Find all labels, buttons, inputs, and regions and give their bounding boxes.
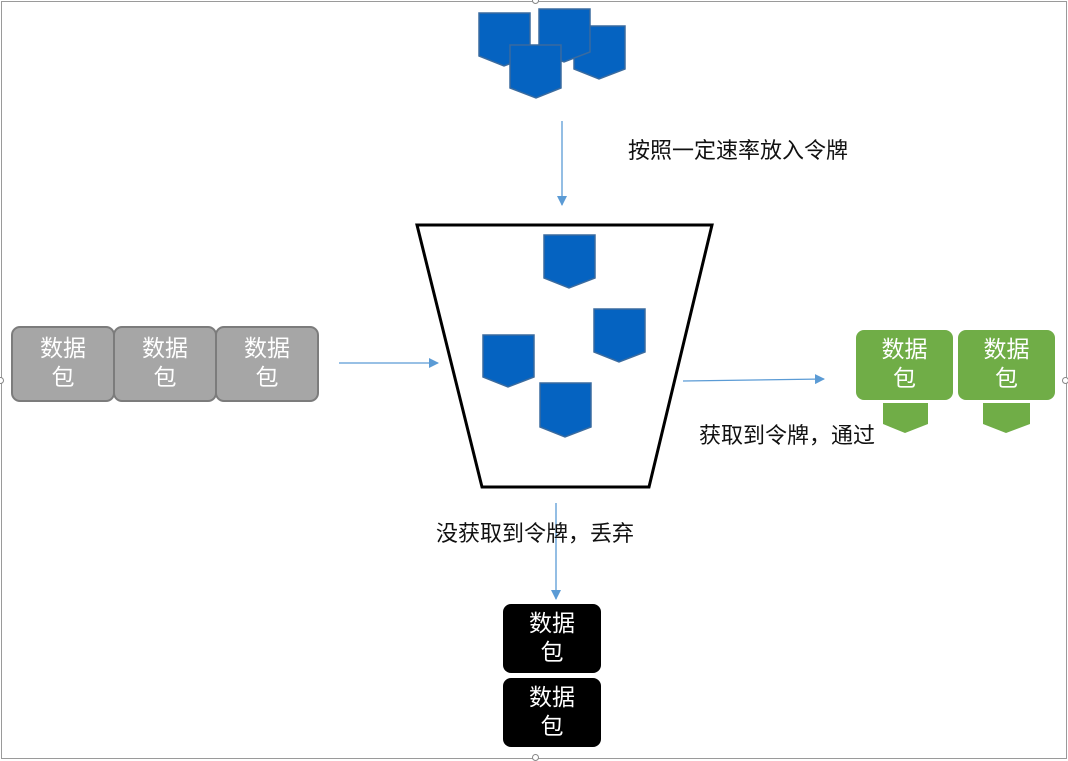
incoming-packet-1: 数据 包 [11,326,115,402]
incoming-packet-3: 数据 包 [215,326,319,402]
bucket-token-4 [539,382,592,438]
token-bucket [415,223,714,489]
passed-packet-1: 数据 包 [856,330,953,400]
bucket-token-1 [543,234,596,289]
bucket-token-2 [593,308,646,363]
passed-token-2 [983,403,1030,433]
dropped-packet-2: 数据 包 [503,678,601,747]
passed-token-1 [883,403,928,433]
fill-rate-label: 按照一定速率放入令牌 [628,139,849,164]
bucket-token-3 [482,334,535,388]
resize-handle-top[interactable] [532,0,539,4]
resize-handle-right[interactable] [1062,377,1068,384]
passed-packet-2: 数据 包 [958,330,1055,400]
dropped-packet-1: 数据 包 [503,604,601,673]
token-source-pile [478,8,626,99]
incoming-packet-2: 数据 包 [113,326,217,402]
drop-label: 没获取到令牌，丢弃 [436,522,635,547]
bucket-tokens [482,234,646,438]
pass-arrow [682,374,825,385]
token-source-4 [509,44,562,99]
resize-handle-left[interactable] [0,377,4,384]
pass-label: 获取到令牌，通过 [699,424,876,449]
